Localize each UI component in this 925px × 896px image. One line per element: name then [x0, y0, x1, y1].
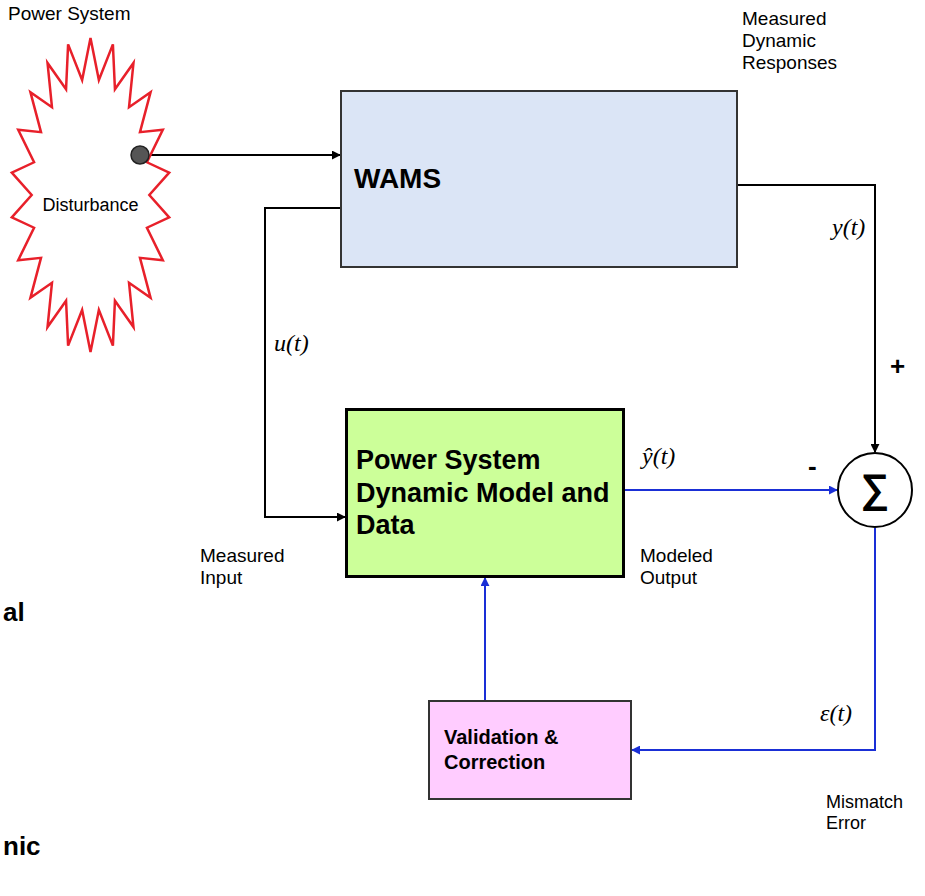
system-heading: Power System [8, 3, 130, 25]
signal-arrow [150, 154, 340, 156]
sign-plus: + [890, 352, 910, 382]
signal-arrow [484, 578, 486, 700]
error-label: Mismatch Error [826, 792, 921, 833]
signal-name: ŷ(t) [640, 443, 677, 471]
validation-box: Validation & Correction [428, 700, 632, 800]
output-label: Measured Dynamic Responses [742, 8, 867, 74]
signal-name: ε(t) [818, 700, 854, 728]
box-title: Validation & Correction [444, 725, 569, 775]
starburst-shape [12, 38, 169, 352]
sum-symbol: ∑ [861, 468, 890, 508]
signal-name: u(t) [272, 330, 311, 358]
signal-arrow [738, 185, 875, 452]
cropped-fragment: al [3, 598, 43, 628]
sign-minus: - [808, 452, 824, 482]
summation-circle: ∑ [837, 452, 913, 528]
signal-arrow [632, 528, 875, 750]
box-title: Power System Dynamic Model and Data [356, 444, 614, 541]
signal-name: y(t) [830, 214, 867, 242]
box-title: WAMS [354, 163, 441, 195]
wams-box: WAMS [340, 90, 738, 268]
dynamic-model-box: Power System Dynamic Model and Data [345, 408, 625, 578]
output-label: Modeled Output [640, 545, 732, 589]
disturbance-dot [131, 146, 149, 164]
input-label: Measured Input [200, 545, 312, 589]
disturbance-starburst: Power SystemDisturbance [8, 35, 173, 355]
signal-arrow [265, 208, 345, 517]
disturbance-label: Disturbance [42, 195, 138, 216]
cropped-fragment: nic [3, 832, 63, 862]
signal-arrow [625, 489, 837, 491]
